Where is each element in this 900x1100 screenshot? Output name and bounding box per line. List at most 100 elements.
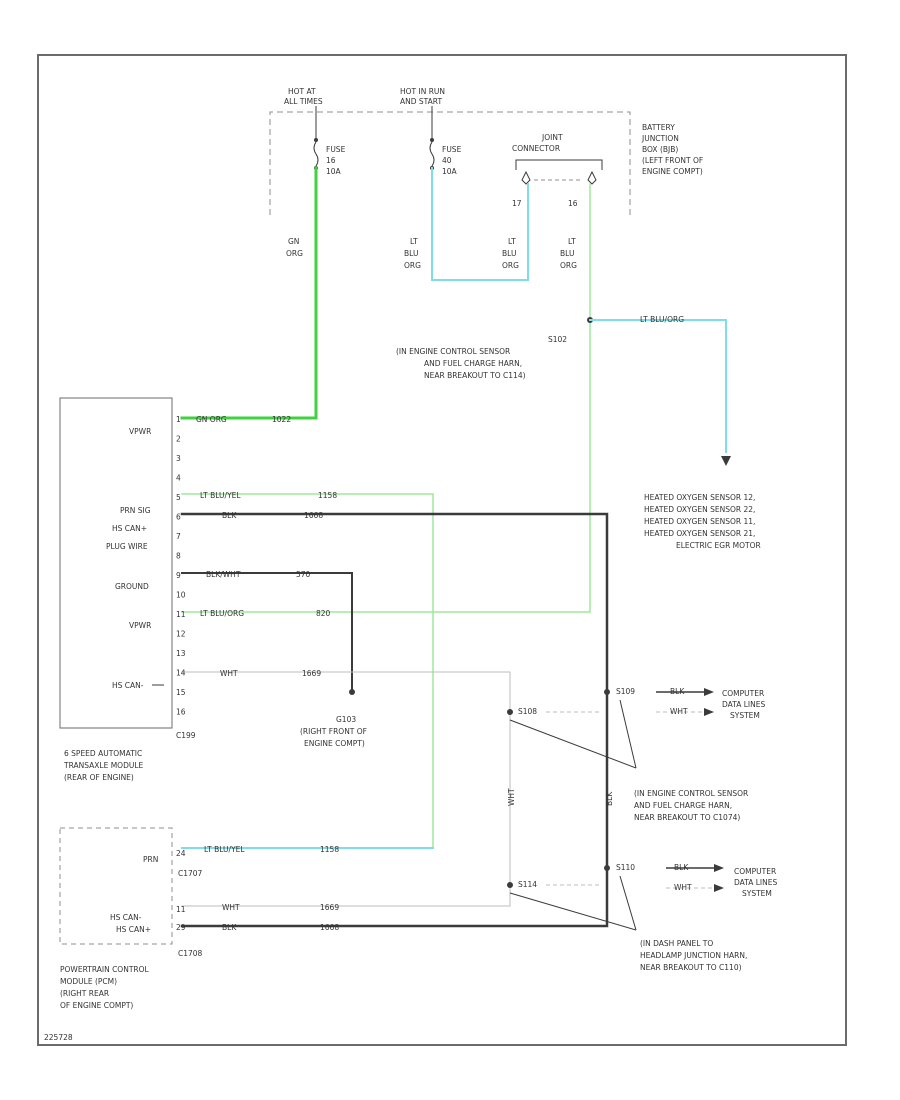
splice-s102-l3: AND FUEL CHARGE HARN, — [424, 359, 522, 368]
ckt-p1-num: 1022 — [272, 415, 291, 424]
tcm-name-l2: TRANSAXLE MODULE — [63, 761, 144, 770]
ckt-p1-color: GN ORG — [196, 415, 227, 424]
pcm-name-l2: MODULE (PCM) — [60, 977, 117, 986]
fuse-16-number: 16 — [326, 156, 336, 165]
tcm-pin-number: 7 — [176, 532, 181, 541]
pcm-c1707: C1707 — [178, 869, 203, 878]
s108-diag — [509, 719, 637, 769]
wire-a-blu: BLU — [404, 249, 418, 258]
tcm-pin-number: 15 — [176, 688, 186, 697]
pcm-dashed-box — [59, 827, 173, 945]
cdl2-wht: WHT — [674, 883, 692, 892]
splice-s114-dot — [507, 882, 513, 888]
tcm-pin-number: 13 — [176, 649, 186, 658]
ckt-p11-color: LT BLU/ORG — [200, 609, 244, 618]
cdl2-arrow-blk — [714, 864, 724, 872]
ckt-p5-num: 1668 — [304, 511, 323, 520]
tcm-hs-can-minus: HS CAN- — [112, 681, 144, 690]
joint-pin-16: 16 — [568, 199, 578, 208]
ckt-p9-color: BLK/WHT — [206, 570, 241, 579]
wire-a-lt: LT — [410, 237, 418, 246]
footer-code: 225728 — [44, 1033, 73, 1042]
splice-s108-dot — [507, 709, 513, 715]
splice-s102-l2: (IN ENGINE CONTROL SENSOR — [396, 347, 510, 356]
pcm-name-l4: OF ENGINE COMPT) — [60, 1001, 133, 1010]
tcm-pin-number: 3 — [176, 454, 181, 463]
wire-s102-to-o2 — [589, 319, 727, 453]
splice-s114-label: S114 — [518, 880, 537, 889]
harness-1-l1: (IN ENGINE CONTROL SENSOR — [634, 789, 748, 798]
wire-c-lt: LT — [568, 237, 576, 246]
bjb-label-l5: ENGINE COMPT) — [642, 167, 703, 176]
pcm-ckt-p29-num: 1668 — [320, 923, 339, 932]
joint-terminal-16 — [587, 170, 597, 185]
ground-g103-l2: (RIGHT FRONT OF — [300, 727, 367, 736]
battery-junction-box: HOT AT ALL TIMES HOT IN RUN AND START FU… — [269, 87, 703, 215]
tcm-connector-c199: C199 — [176, 731, 196, 740]
wire-b-org: ORG — [502, 261, 519, 270]
wht-vertical-label: WHT — [507, 788, 516, 806]
wire-c-org: ORG — [560, 261, 577, 270]
ground-g103-dot — [349, 689, 355, 695]
hot-in-run-start-l1: HOT IN RUN — [400, 87, 445, 96]
pcm-pin-11: 11 — [176, 905, 186, 914]
tcm-plug-wire: PLUG WIRE — [106, 542, 148, 551]
harness-2-l2: HEADLAMP JUNCTION HARN, — [640, 951, 747, 960]
cdl2-arrow-wht — [714, 884, 724, 892]
heated-o2-l2: HEATED OXYGEN SENSOR 22, — [644, 505, 755, 514]
ground-g103-l3: ENGINE COMPT) — [304, 739, 365, 748]
tcm-pin-number: 12 — [176, 630, 186, 639]
wire-c-blu: BLU — [560, 249, 574, 258]
fuse-16-rating: 10A — [326, 167, 342, 176]
tcm-name-l1: 6 SPEED AUTOMATIC — [64, 749, 142, 758]
fuse-16-label: FUSE — [326, 145, 346, 154]
tcm-pin-number: 2 — [176, 435, 181, 444]
bjb-label-l3: BOX (BJB) — [642, 145, 678, 154]
hot-in-run-start-l2: AND START — [400, 97, 442, 106]
tcm-box — [59, 397, 173, 729]
pcm-hs-can-minus: HS CAN- — [110, 913, 142, 922]
cdl1-blk: BLK — [670, 687, 685, 696]
tcm-vpwr-1: VPWR — [129, 427, 151, 436]
heated-o2-l3: HEATED OXYGEN SENSOR 11, — [644, 517, 755, 526]
cdl1-label-l2: DATA LINES — [722, 700, 765, 709]
s108-diag-up — [619, 699, 637, 769]
pcm-ckt-p29-color: BLK — [222, 923, 237, 932]
tcm-pin-number: 8 — [176, 552, 181, 561]
pcm-pin-24: 24 — [176, 849, 186, 858]
cdl1-arrow-wht — [704, 708, 714, 716]
joint-terminal-17 — [521, 170, 531, 185]
tcm-pin-number: 1 — [176, 415, 181, 424]
splice-s102-l4: NEAR BREAKOUT TO C114) — [424, 371, 526, 380]
tcm-pin-number: 10 — [176, 591, 186, 600]
wire-b-blu: BLU — [502, 249, 516, 258]
pcm-ckt-p11-num: 1669 — [320, 903, 339, 912]
s114-diag — [509, 892, 637, 931]
diagram-frame — [37, 54, 847, 1046]
tcm-hs-can-plus: HS CAN+ — [112, 524, 147, 533]
cdl1-wht: WHT — [670, 707, 688, 716]
ckt-p4-num: 1158 — [318, 491, 337, 500]
blk-vertical-label: BLK — [605, 791, 614, 806]
splice-s109-dot — [604, 689, 610, 695]
wire-blk-wht-ground — [181, 572, 353, 691]
cdl2-label-l2: DATA LINES — [734, 878, 777, 887]
cdl2-blk: BLK — [674, 863, 689, 872]
ckt-p11-num: 820 — [316, 609, 331, 618]
pcm-name-l3: (RIGHT REAR — [60, 989, 109, 998]
splice-s110-dot — [604, 865, 610, 871]
wire-run-label: LT BLU/ORG — [640, 315, 684, 324]
harness-2-l3: NEAR BREAKOUT TO C110) — [640, 963, 742, 972]
tcm-pin-number: 9 — [176, 571, 181, 580]
tcm-name-l3: (REAR OF ENGINE) — [64, 773, 134, 782]
tcm-prn-sig: PRN SIG — [120, 506, 151, 515]
tcm-pin-number: 5 — [176, 493, 181, 502]
wire-gn-label: GN — [288, 237, 299, 246]
joint-label: JOINT — [541, 133, 563, 142]
fuse-40-rating: 10A — [442, 167, 458, 176]
pcm-ckt-p24-color: LT BLU/YEL — [204, 845, 245, 854]
tcm-vpwr-2: VPWR — [129, 621, 151, 630]
joint-pin-17: 17 — [512, 199, 522, 208]
fuse-16-symbol — [313, 141, 319, 167]
